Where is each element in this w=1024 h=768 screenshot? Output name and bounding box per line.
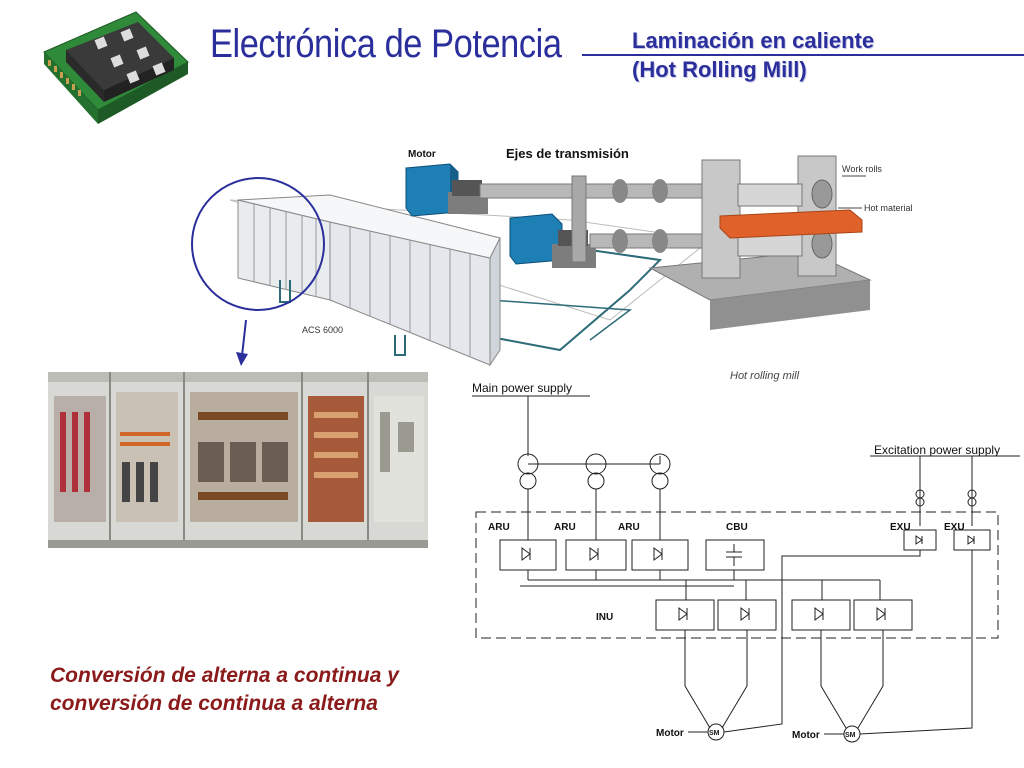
mill-stand <box>648 155 872 330</box>
aru-label-2: ARU <box>554 522 576 533</box>
acs6000-cabinets <box>237 194 501 367</box>
page-title: Electrónica de Potencia <box>210 22 562 66</box>
caption-line-2: conversión de continua a alterna <box>50 692 378 715</box>
sm-label-2: SM <box>845 732 856 739</box>
inu-label: INU <box>596 612 613 623</box>
power-schematic: Main power supply Excitation power suppl… <box>472 381 1020 743</box>
cbu-label: CBU <box>726 522 748 533</box>
main-supply-label: Main power supply <box>472 381 572 395</box>
motor-label-2: Motor <box>792 730 820 741</box>
aru-label-3: ARU <box>618 522 640 533</box>
highlight-circle <box>191 177 325 311</box>
motor-upper <box>405 163 488 217</box>
rolling-mill-illustration: ACS 6000 Motor Ejes de transmisión <box>191 146 913 382</box>
exu-label-1: EXU <box>890 522 911 533</box>
conversion-caption: Conversión de alterna a continua y conve… <box>50 662 399 718</box>
aru-label-1: ARU <box>488 522 510 533</box>
motor-label: Motor <box>408 149 436 160</box>
hot-material-label: Hot material <box>864 203 913 213</box>
motor-label-1: Motor <box>656 728 684 739</box>
drive-shafts <box>479 175 721 263</box>
mill-caption: Hot rolling mill <box>730 370 800 382</box>
sm-label-1: SM <box>709 730 720 737</box>
caption-line-1: Conversión de alterna a continua y <box>50 664 399 687</box>
drive-label: ACS 6000 <box>302 325 343 335</box>
work-rolls-label: Work rolls <box>842 164 882 174</box>
excitation-supply-label: Excitation power supply <box>874 443 1000 457</box>
title-divider <box>582 54 1024 56</box>
down-arrow <box>236 319 248 366</box>
shafts-label: Ejes de transmisión <box>506 146 629 161</box>
igbt-module-image <box>43 11 189 124</box>
exu-label-2: EXU <box>944 522 965 533</box>
drive-cabinet-photo <box>48 372 428 548</box>
hot-material <box>719 209 863 239</box>
page-subtitle: Laminación en caliente (Hot Rolling Mill… <box>632 26 874 84</box>
subtitle-line-1: Laminación en caliente <box>632 28 875 53</box>
subtitle-line-2: (Hot Rolling Mill) <box>632 57 807 82</box>
